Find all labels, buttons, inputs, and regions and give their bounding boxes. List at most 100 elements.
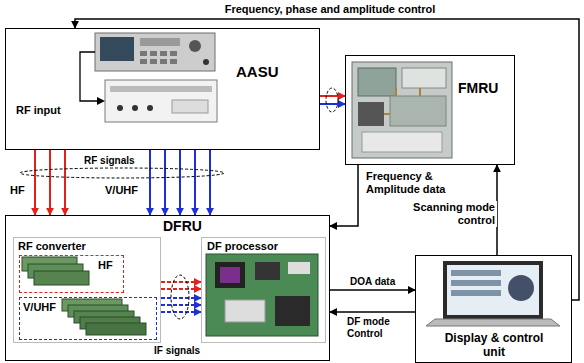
connector-line	[49, 150, 51, 215]
fmru-board	[352, 62, 452, 158]
fmru-board	[352, 62, 452, 158]
signal-generator	[140, 38, 180, 46]
signal-generator	[95, 33, 215, 71]
signal-group-ellipse	[326, 88, 338, 112]
connector-line	[209, 150, 211, 215]
signal-generator	[140, 59, 147, 64]
connector-arrow	[35, 150, 65, 215]
connector-label: Frequency, phase and amplitude control	[223, 3, 438, 16]
node-label: DFRU	[163, 218, 202, 235]
node-label: AASU	[236, 63, 279, 81]
connector-line	[330, 289, 415, 291]
laptop-illustration	[451, 270, 501, 276]
connector-label: DOA data	[348, 276, 397, 288]
connector-line	[149, 150, 151, 215]
fmru-board	[384, 88, 420, 114]
node-label: Display & control unit	[439, 331, 549, 360]
fmru-board	[390, 96, 446, 126]
fmru-board	[402, 68, 446, 88]
connector-label: DF mode Control	[345, 316, 405, 340]
node-label: RF converter	[18, 240, 86, 253]
node-label: HF	[98, 259, 113, 272]
band-group-box: HF	[19, 255, 124, 293]
signal-generator	[170, 51, 177, 56]
fmru-board	[358, 68, 396, 96]
rf-input-arrow	[80, 52, 98, 101]
rf-converter-cards	[22, 257, 146, 335]
connector-arrow	[330, 165, 358, 226]
signal-generator	[160, 59, 167, 64]
laptop-illustration	[443, 261, 543, 319]
rf-input-arrow	[80, 52, 105, 105]
amplifier-unit	[105, 80, 217, 122]
signal-generator	[100, 37, 134, 61]
signal-generator	[170, 59, 177, 64]
amplifier-unit	[110, 86, 212, 92]
df-processor-board	[225, 300, 265, 322]
df-processor-board	[275, 296, 310, 326]
unit-box: Display & control unit	[415, 255, 572, 363]
connector-line	[161, 304, 201, 306]
amplifier-unit	[172, 100, 208, 113]
signal-generator	[189, 40, 201, 52]
amplifier-unit	[105, 80, 217, 122]
df-processor-board	[255, 262, 280, 280]
connector-line	[164, 150, 166, 215]
signal-generator	[160, 51, 167, 56]
connector-line	[75, 19, 579, 300]
rf-converter-cards	[86, 323, 146, 335]
amplifier-unit	[132, 105, 138, 111]
module-box: RF converterHF V/UHF	[13, 237, 161, 343]
node-label: FMRU	[458, 80, 498, 97]
signal-group-ellipse	[20, 168, 224, 178]
connector-label: Scanning mode control	[405, 201, 497, 227]
laptop-illustration	[508, 275, 534, 301]
connector-arrow	[330, 290, 415, 291]
signal-generator	[95, 33, 215, 71]
connector-label: HF	[8, 184, 27, 197]
unit-box: FMRU	[345, 55, 515, 165]
connector-line	[161, 297, 201, 299]
module-box: DF processor	[201, 237, 326, 343]
connector-line	[320, 103, 345, 105]
connector-arrow	[75, 19, 579, 300]
connector-line	[194, 150, 196, 215]
connector-arrow	[330, 312, 415, 313]
band-group-box: V/UHF	[19, 297, 157, 340]
connector-arrow	[150, 150, 210, 215]
connector-line	[161, 288, 201, 290]
rf-converter-cards	[34, 271, 89, 285]
laptop-illustration	[451, 280, 501, 286]
connector-arrow	[161, 282, 201, 312]
signal-group-ellipse	[171, 275, 189, 319]
df-processor-board	[206, 254, 318, 336]
laptop-illustration	[451, 290, 501, 296]
df-processor-board	[215, 262, 245, 288]
signal-generator	[140, 51, 147, 56]
df-processor-board	[220, 267, 240, 283]
signal-generator	[150, 59, 157, 64]
connector-line	[179, 150, 181, 215]
signal-generator	[150, 51, 157, 56]
connector-line	[320, 95, 345, 97]
df-processor-board	[206, 254, 318, 336]
laptop-illustration	[447, 265, 539, 315]
connector-arrow	[320, 96, 345, 104]
amplifier-unit	[117, 105, 123, 111]
rf-input-arrow	[97, 97, 105, 105]
signal-generator	[203, 59, 209, 65]
connector-line	[64, 150, 66, 215]
node-label: DF processor	[207, 240, 278, 253]
connector-label: Frequency & Amplitude data	[364, 170, 454, 196]
connector-line	[330, 311, 415, 313]
amplifier-unit	[147, 105, 153, 111]
connector-label: IF signals	[152, 345, 202, 357]
node-label: V/UHF	[23, 301, 56, 314]
connector-line	[161, 311, 201, 313]
fmru-board	[358, 102, 384, 126]
unit-box: AASU	[5, 28, 320, 150]
unit-box: DFRU RF converterHF V/UHF DF processor	[5, 215, 330, 361]
df-processor-board	[288, 262, 310, 274]
